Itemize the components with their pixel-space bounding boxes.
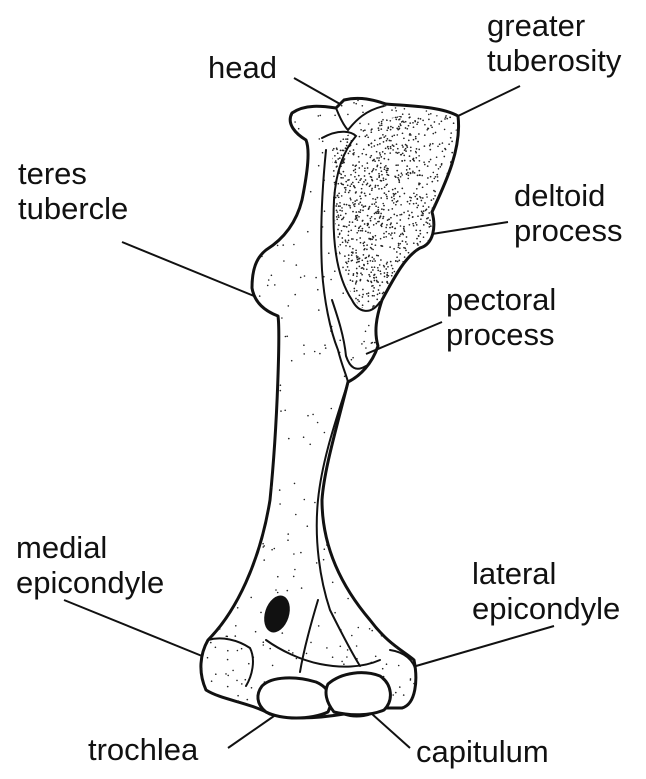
trochlea xyxy=(258,678,331,718)
humerus-outline xyxy=(201,98,459,717)
leader-medial-epicondyle xyxy=(64,600,202,656)
label-trochlea-text: trochlea xyxy=(88,732,198,767)
label-pectoral-process-line1: pectoral xyxy=(446,282,556,317)
label-teres-tubercle: teres tubercle xyxy=(18,156,128,226)
label-lateral-epicondyle: lateral epicondyle xyxy=(472,556,620,626)
label-deltoid-process: deltoid process xyxy=(514,178,623,248)
leader-deltoid-process xyxy=(432,222,508,234)
label-teres-tubercle-line1: teres xyxy=(18,156,128,191)
label-medial-epicondyle: medial epicondyle xyxy=(16,530,164,600)
label-head: head xyxy=(208,50,277,85)
leader-head xyxy=(294,78,340,104)
label-pectoral-process-line2: process xyxy=(446,317,556,352)
label-capitulum-text: capitulum xyxy=(416,734,549,769)
label-greater-tuberosity-line1: greater xyxy=(487,8,621,43)
label-greater-tuberosity: greater tuberosity xyxy=(487,8,621,78)
label-pectoral-process: pectoral process xyxy=(446,282,556,352)
label-deltoid-process-line1: deltoid xyxy=(514,178,623,213)
label-medial-epicondyle-line1: medial xyxy=(16,530,164,565)
label-lateral-epicondyle-line1: lateral xyxy=(472,556,620,591)
label-medial-epicondyle-line2: epicondyle xyxy=(16,565,164,600)
leader-trochlea xyxy=(228,716,274,748)
label-deltoid-process-line2: process xyxy=(514,213,623,248)
leader-greater-tuberosity xyxy=(458,86,520,116)
label-head-text: head xyxy=(208,50,277,85)
leader-teres-tubercle xyxy=(122,242,254,296)
label-capitulum: capitulum xyxy=(416,734,549,769)
leader-lateral-epicondyle xyxy=(416,626,554,666)
label-lateral-epicondyle-line2: epicondyle xyxy=(472,591,620,626)
leader-capitulum xyxy=(372,714,410,748)
label-trochlea: trochlea xyxy=(88,732,198,767)
label-greater-tuberosity-line2: tuberosity xyxy=(487,43,621,78)
capitulum xyxy=(326,673,390,715)
label-teres-tubercle-line2: tubercle xyxy=(18,191,128,226)
